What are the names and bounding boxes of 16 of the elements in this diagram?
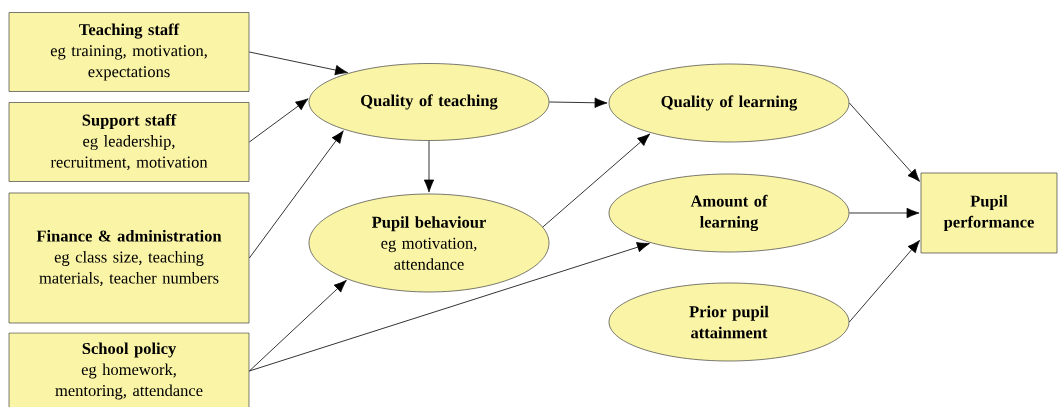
arrow [423, 140, 435, 193]
factor-box: Teaching staff eg training, motivation, expectations [8, 12, 250, 92]
arrow [848, 240, 920, 323]
outcome-box: Pupil performance [920, 172, 1058, 254]
factor-box: Finance & administration eg class size, teaching materials, teacher numbers [8, 192, 250, 324]
arrow [248, 279, 347, 372]
arrow [248, 130, 344, 259]
arrow [248, 98, 309, 143]
arrow [548, 97, 608, 108]
arrow [248, 242, 650, 372]
arrow [848, 102, 920, 182]
arrow [248, 51, 348, 76]
arrow [542, 133, 651, 228]
factor-box: Support staff eg leadership, recruitment, motivation [8, 102, 250, 182]
factor-box: School policy eg homework, mentoring, attendance [8, 332, 250, 407]
arrow [848, 207, 920, 219]
